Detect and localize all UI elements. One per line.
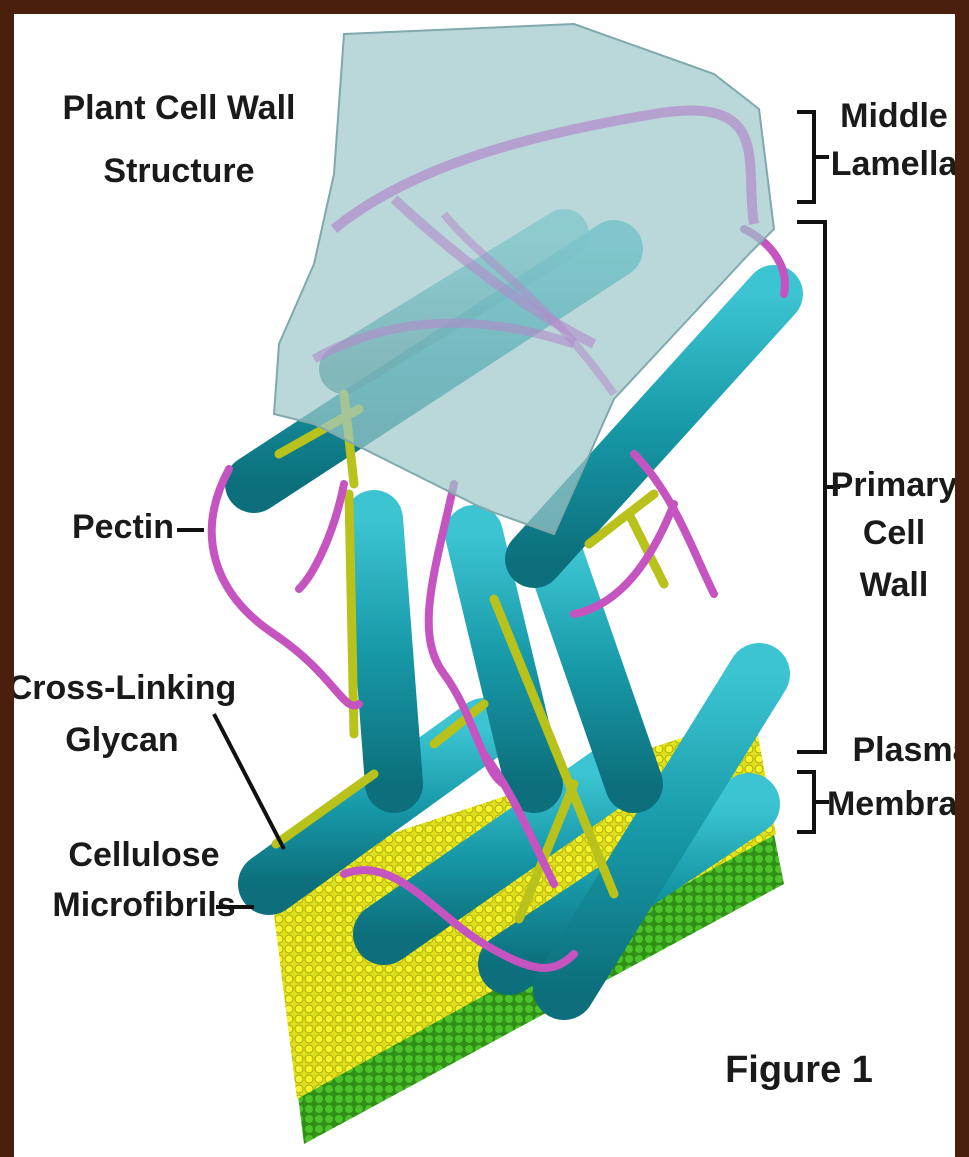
label-cellulose-line-1: Cellulose [68,836,219,874]
label-primary-line-1: Primary [831,466,958,504]
label-plasma-line-1: Plasma [852,731,969,769]
label-pectin: Pectin [72,508,174,546]
title-line-1: Plant Cell Wall [62,89,295,127]
label-primary-line-2: Cell [863,514,925,552]
glycan-leader [214,714,284,849]
plant-cell-wall-diagram: Plant Cell Wall Structure Middle Lamella… [14,14,969,1157]
label-middle-lamella-line-2: Lamella [831,145,959,183]
label-plasma-line-2: Membrane [827,785,969,823]
label-middle-lamella-line-1: Middle [840,97,948,135]
middle-lamella-bracket [797,112,829,202]
figure-label: Figure 1 [725,1049,873,1091]
label-cellulose-line-2: Microfibrils [52,886,235,924]
plasma-membrane-bracket [797,772,829,832]
label-glycan-line-2: Glycan [65,721,178,759]
label-primary-line-3: Wall [860,566,929,604]
label-glycan-line-1: Cross-Linking [14,669,236,707]
title-line-2: Structure [103,152,254,190]
